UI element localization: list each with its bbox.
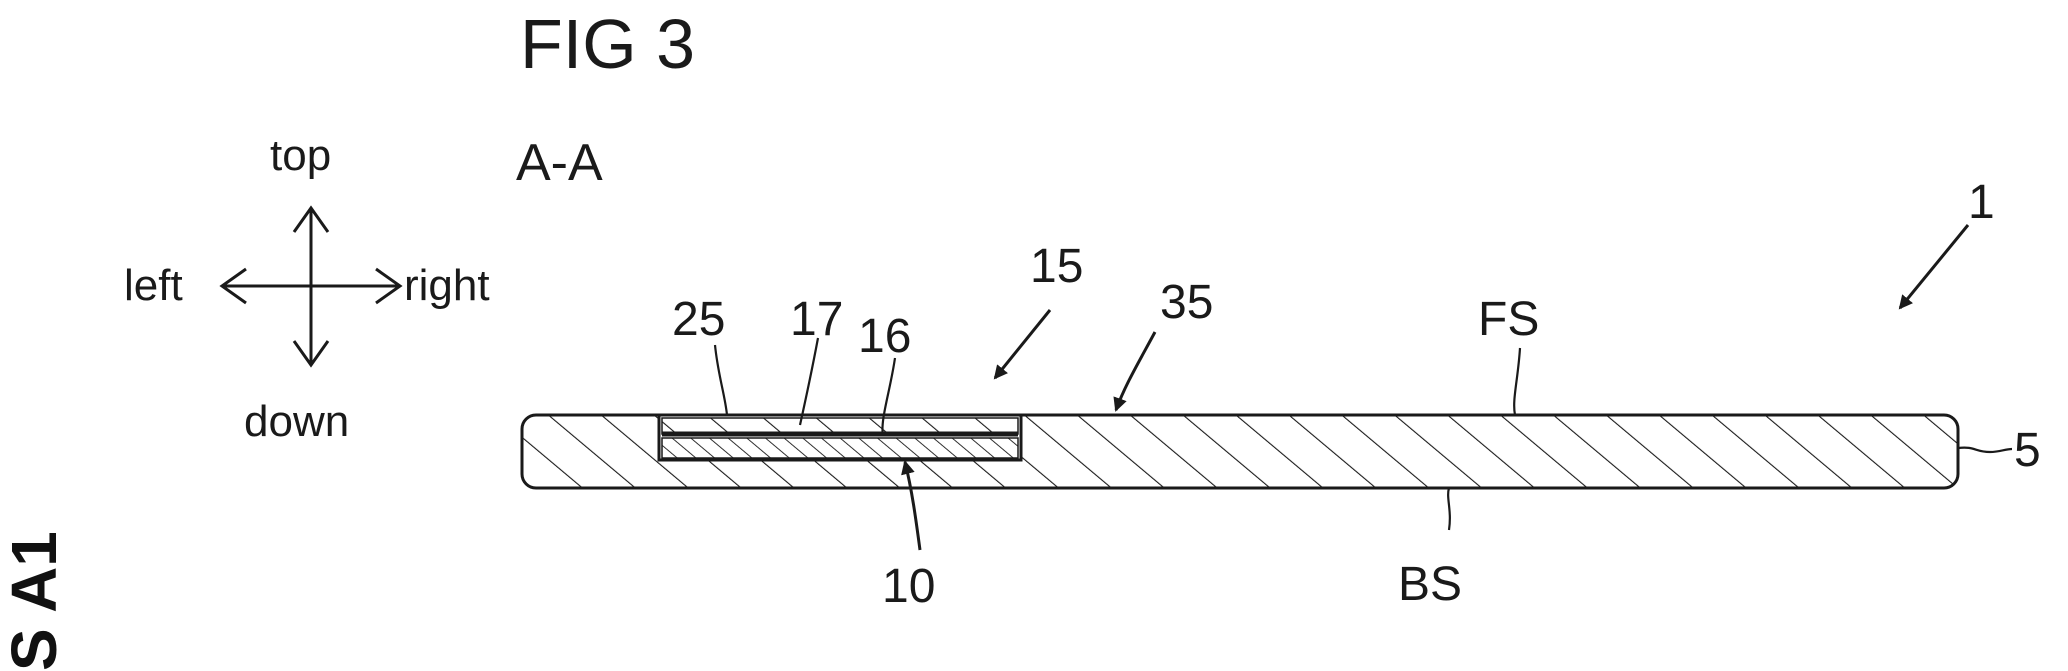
direction-left-label: left xyxy=(124,261,183,310)
ref-17: 17 xyxy=(790,293,843,346)
label-fs: FS xyxy=(1478,293,1539,346)
figure-title: FIG 3 xyxy=(520,5,695,83)
embedded-module xyxy=(659,415,1021,460)
arrow-1-icon xyxy=(1900,225,1968,308)
ref-35: 35 xyxy=(1160,276,1213,329)
ref-16: 16 xyxy=(858,310,911,363)
section-label: A-A xyxy=(516,134,603,192)
direction-right-label: right xyxy=(404,261,490,310)
ref-5: 5 xyxy=(2014,424,2041,477)
ref-1: 1 xyxy=(1968,176,1995,229)
ref-15: 15 xyxy=(1030,240,1083,293)
arrow-35-icon xyxy=(1116,332,1155,410)
direction-compass xyxy=(222,208,400,365)
margin-stamp: S A1 xyxy=(0,531,70,671)
ref-10: 10 xyxy=(882,560,935,613)
arrow-15-icon xyxy=(995,310,1050,378)
label-bs: BS xyxy=(1398,558,1462,611)
direction-top-label: top xyxy=(270,131,331,180)
direction-down-label: down xyxy=(244,397,349,446)
ref-25: 25 xyxy=(672,293,725,346)
layer-16 xyxy=(662,438,1018,458)
